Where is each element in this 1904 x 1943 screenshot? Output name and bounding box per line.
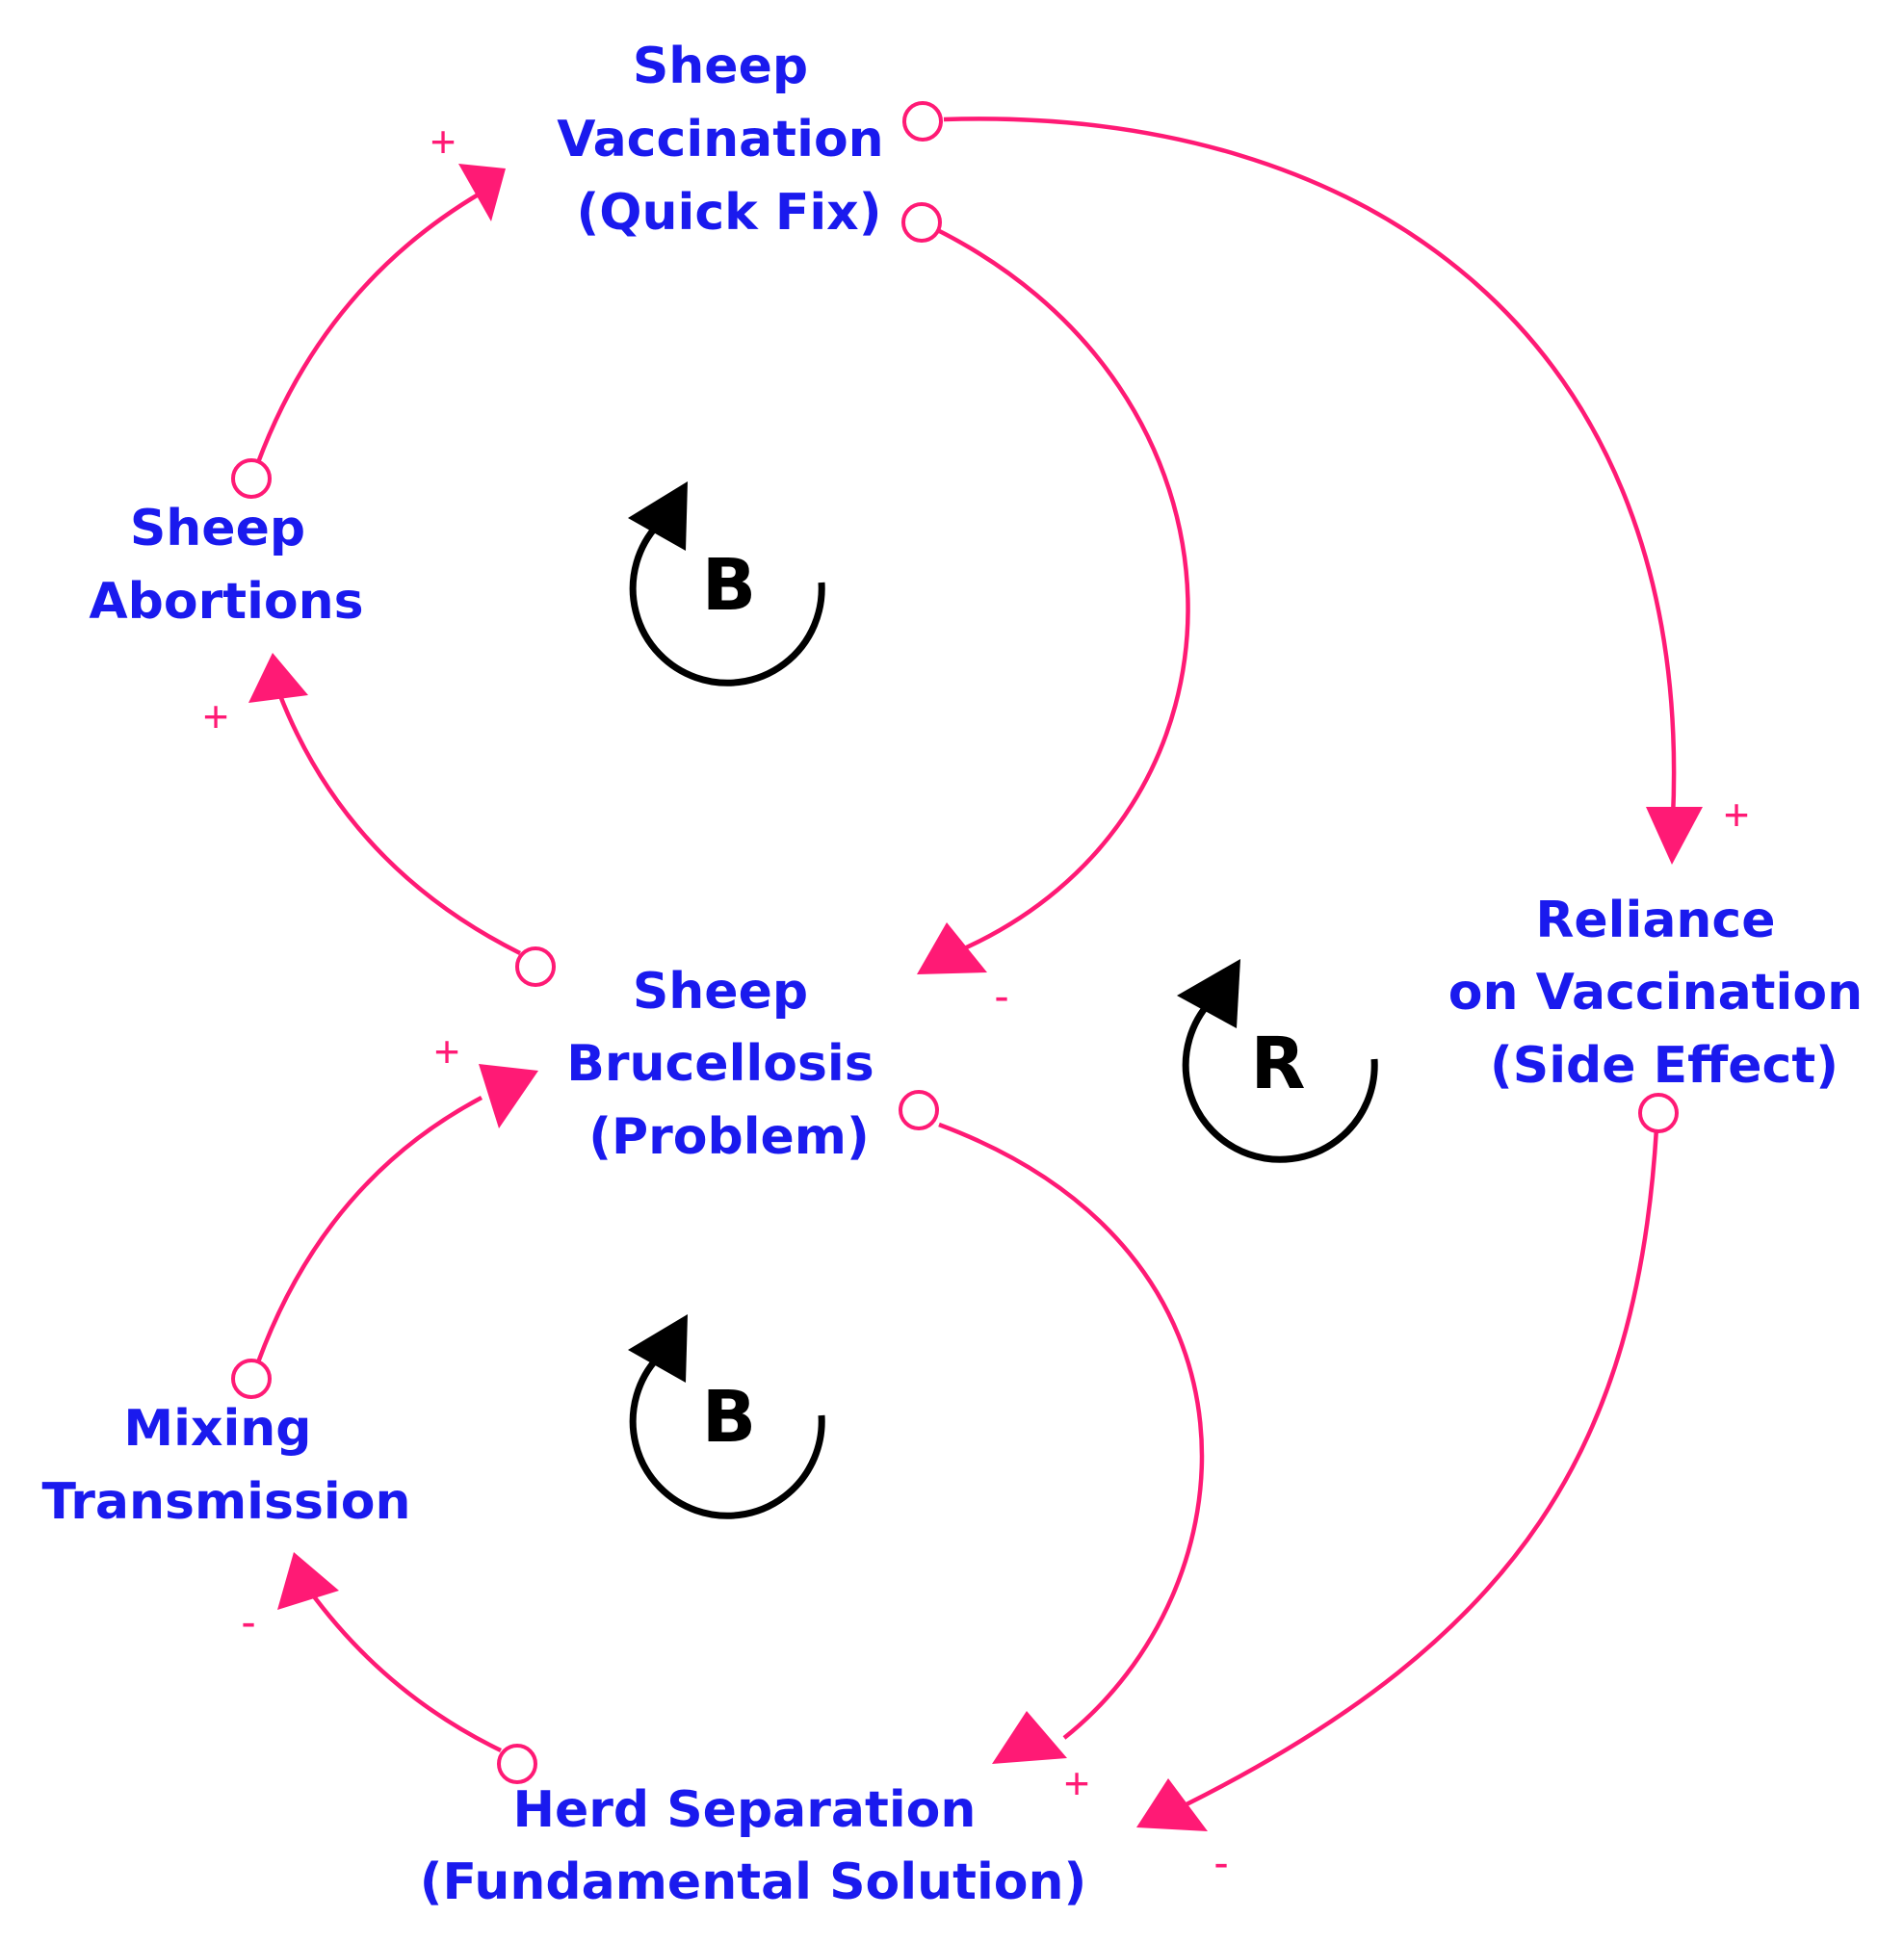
polarity-sign: +	[434, 1026, 460, 1076]
node-line: (Side Effect)	[1490, 1037, 1839, 1095]
node-line: Brucellosis	[566, 1035, 874, 1093]
polarity-sign: +	[203, 691, 229, 741]
arrowhead	[458, 164, 506, 221]
node-line: on Vaccination	[1448, 964, 1863, 1022]
link-origin-marker	[497, 1744, 537, 1784]
link-mixing-to-brucellosis: +	[231, 1026, 538, 1399]
loop-arrow-arc	[629, 522, 825, 687]
node-sheep-brucellosis: Sheep Brucellosis (Problem)	[566, 963, 892, 1166]
link-origin-marker	[902, 101, 943, 142]
link-separation-to-mixing: -	[241, 1552, 537, 1784]
loop-letter: B	[702, 1376, 756, 1459]
link-curve	[938, 1122, 1205, 1740]
link-reliance-to-separation: -	[1136, 1093, 1679, 1887]
link-abortions-to-vaccination: +	[231, 117, 506, 499]
node-line: Transmission	[42, 1473, 411, 1531]
link-curve	[249, 1096, 483, 1380]
polarity-sign: -	[241, 1596, 255, 1646]
link-origin-marker	[231, 458, 272, 499]
node-reliance-on-vaccination: Reliance on Vaccination (Side Effect)	[1448, 892, 1880, 1095]
loop-marker-reinforcing: R	[1177, 959, 1378, 1163]
loop-letter: B	[702, 544, 756, 627]
polarity-sign: +	[1064, 1758, 1090, 1808]
link-curve	[1183, 1127, 1659, 1808]
link-curve	[276, 692, 522, 956]
loop-letter: R	[1251, 1023, 1306, 1105]
node-line: Abortions	[89, 573, 363, 631]
polarity-sign: +	[1724, 790, 1750, 840]
node-line: Sheep	[633, 38, 808, 95]
node-mixing-transmission: Mixing Transmission	[42, 1400, 411, 1531]
node-line: (Problem)	[588, 1108, 870, 1166]
node-line: Sheep	[633, 963, 808, 1021]
link-origin-marker	[901, 202, 942, 243]
node-line: (Quick Fix)	[577, 184, 882, 242]
loop-arrowhead	[628, 481, 688, 551]
loop-arrowhead	[628, 1314, 688, 1383]
link-curve	[921, 220, 1190, 956]
polarity-sign: -	[1213, 1837, 1228, 1887]
arrowhead	[277, 1552, 339, 1610]
node-sheep-vaccination: Sheep Vaccination (Quick Fix)	[557, 38, 901, 242]
node-line: Reliance	[1535, 892, 1775, 949]
node-herd-separation: Herd Separation (Fundamental Solution)	[420, 1781, 1087, 1911]
node-sheep-abortions: Sheep Abortions	[89, 500, 363, 631]
node-line: Sheep	[130, 500, 305, 557]
loop-arrowhead	[1177, 959, 1240, 1028]
arrowhead	[479, 1064, 538, 1128]
arrowhead	[1136, 1778, 1208, 1831]
link-origin-marker	[231, 1359, 272, 1399]
node-line: Herd Separation	[512, 1781, 976, 1839]
link-vaccination-to-reliance: +	[902, 101, 1750, 865]
link-brucellosis-to-separation: +	[899, 1090, 1205, 1808]
link-vaccination-to-brucellosis: -	[901, 202, 1190, 1021]
link-origin-marker	[899, 1090, 939, 1130]
arrowhead	[248, 653, 308, 703]
loop-marker-balancing-top: B	[628, 481, 825, 687]
link-origin-marker	[1638, 1093, 1679, 1133]
link-curve	[943, 117, 1677, 819]
polarity-sign: -	[994, 971, 1008, 1021]
polarity-sign: +	[430, 117, 456, 167]
loop-marker-balancing-bottom: B	[628, 1314, 825, 1519]
node-line: Vaccination	[557, 111, 884, 168]
arrowhead	[992, 1711, 1067, 1764]
link-curve	[306, 1587, 502, 1753]
loop-arrow-arc	[629, 1355, 825, 1519]
node-line: (Fundamental Solution)	[420, 1853, 1087, 1911]
link-origin-marker	[515, 946, 556, 987]
arrowhead	[1646, 807, 1703, 865]
arrowhead	[917, 922, 987, 974]
link-brucellosis-to-abortions: +	[203, 653, 556, 987]
loop-arrow-arc	[1182, 998, 1378, 1163]
node-line: Mixing	[123, 1400, 311, 1458]
link-curve	[249, 191, 483, 479]
